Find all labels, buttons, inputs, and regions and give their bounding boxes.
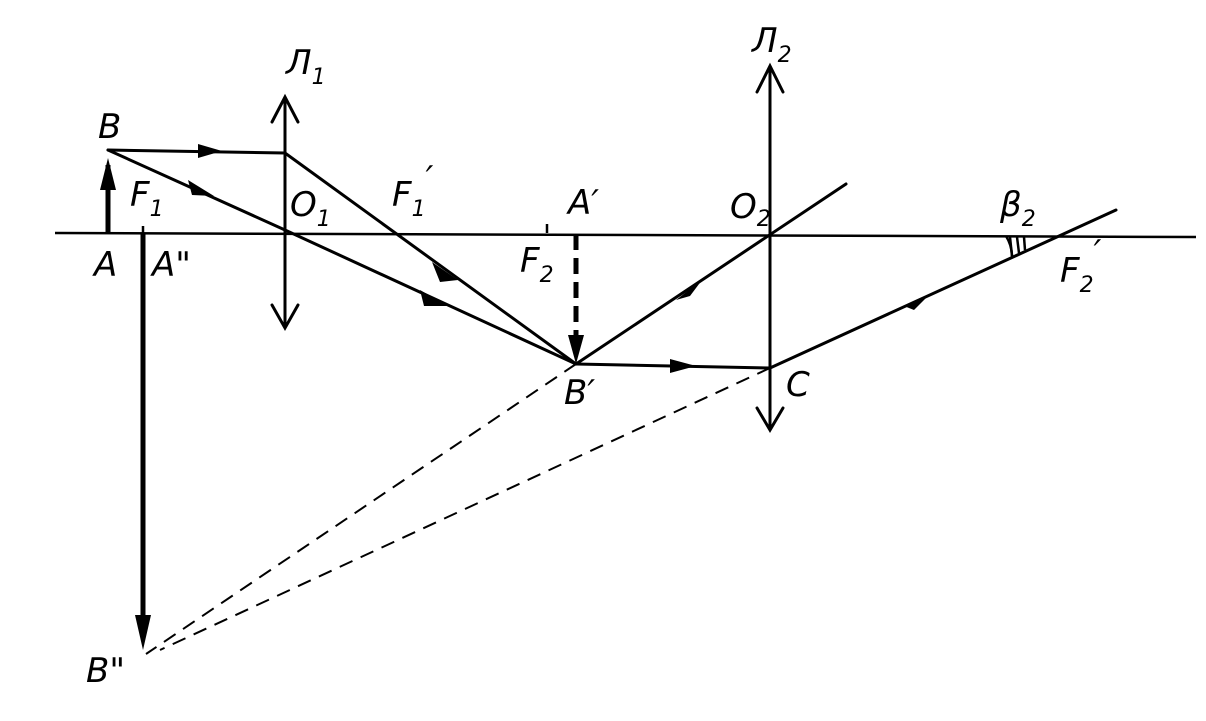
ray-C-through-F2prime xyxy=(768,208,1118,370)
label-lens1: Л1 xyxy=(284,43,326,90)
label-F2: F2 xyxy=(520,241,554,288)
ray-arrow xyxy=(420,290,448,306)
ray-refracted-through-F1prime xyxy=(283,151,578,366)
construction-line-C xyxy=(159,367,771,651)
ray-B-parallel xyxy=(106,148,287,155)
label-lens2: Л2 xyxy=(750,21,792,68)
label-C: C xyxy=(786,365,810,405)
label-A-double-prime: A" xyxy=(150,245,191,285)
label-O1: O1 xyxy=(290,185,331,232)
label-A: A xyxy=(92,245,117,285)
label-A-prime: A′ xyxy=(566,183,599,223)
label-B-prime: B′ xyxy=(564,373,595,413)
ray-arrow xyxy=(904,294,930,310)
label-F1-prime: F1′ xyxy=(392,159,434,222)
construction-line-Bprime xyxy=(145,363,577,655)
label-F1: F1 xyxy=(130,175,164,222)
intermediate-image-AprimeBprime xyxy=(568,234,584,364)
label-O2: O2 xyxy=(730,187,771,232)
lens-2 xyxy=(755,62,785,433)
ray-arrow xyxy=(432,262,458,282)
lens-1 xyxy=(270,93,300,332)
ray-arrow xyxy=(670,359,696,373)
optical-axis xyxy=(54,231,1197,239)
ray-arrow xyxy=(198,144,222,158)
final-image-A2B2 xyxy=(135,233,151,650)
ray-arrow xyxy=(676,280,702,300)
label-beta2: β2 xyxy=(999,185,1036,232)
ray-arrow xyxy=(188,180,214,196)
label-B: B xyxy=(98,107,121,147)
angle-beta2-marker xyxy=(1004,235,1027,259)
label-B-double-prime: B" xyxy=(86,651,125,691)
object-arrow-AB xyxy=(100,158,116,232)
ray-Bprime-to-O2 xyxy=(574,182,848,366)
label-F2-prime: F2′ xyxy=(1060,233,1102,298)
